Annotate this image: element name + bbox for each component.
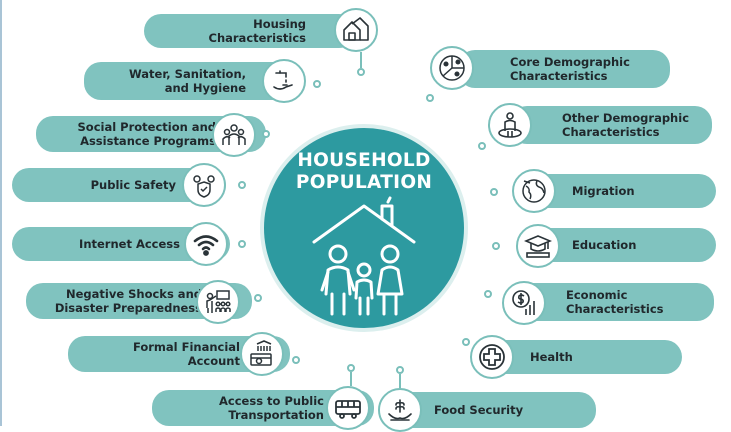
center-title: HOUSEHOLD POPULATION bbox=[264, 150, 464, 194]
connector-dot-economic bbox=[484, 290, 492, 298]
pill-transportation-label: Access to Public Transportation bbox=[219, 394, 324, 422]
demographics-pie-icon bbox=[430, 46, 474, 90]
pill-water-label: Water, Sanitation, and Hygiene bbox=[128, 67, 246, 95]
medical-cross-icon bbox=[470, 335, 514, 379]
center-circle: HOUSEHOLD POPULATION bbox=[264, 128, 464, 328]
faucet-hand-icon bbox=[262, 59, 306, 103]
people-presentation-icon bbox=[196, 280, 240, 324]
pill-other-demographic: Other Demographic Characteristics bbox=[510, 106, 712, 144]
pill-core-demographic: Core Demographic Characteristics bbox=[458, 50, 670, 88]
houses-icon bbox=[334, 8, 378, 52]
connector-stem-housing bbox=[360, 52, 362, 68]
connector-dot-food bbox=[396, 366, 404, 374]
person-globe-icon bbox=[488, 103, 532, 147]
dollar-chart-icon bbox=[502, 281, 546, 325]
pill-water: Water, Sanitation, and Hygiene bbox=[84, 62, 296, 100]
pill-core-demographic-label: Core Demographic Characteristics bbox=[510, 55, 630, 83]
connector-dot-shocks bbox=[254, 294, 262, 302]
pill-food-security-label: Food Security bbox=[434, 403, 524, 417]
pill-economic-label: Economic Characteristics bbox=[566, 288, 664, 316]
family-house-icon bbox=[312, 196, 416, 316]
connector-dot-migration bbox=[490, 188, 498, 196]
bus-icon bbox=[326, 386, 370, 430]
pill-financial-label: Formal Financial Account bbox=[132, 340, 240, 368]
pill-negative-shocks-label: Negative Shocks and Disaster Preparednes… bbox=[54, 287, 202, 315]
connector-dot-health bbox=[462, 338, 470, 346]
shield-people-icon bbox=[182, 163, 226, 207]
pill-housing: Housing Characteristics bbox=[144, 14, 356, 48]
pill-housing-label: Housing Characteristics bbox=[208, 17, 307, 45]
pill-health-label: Health bbox=[530, 350, 573, 364]
pill-other-demographic-label: Other Demographic Characteristics bbox=[562, 111, 690, 139]
pill-migration-label: Migration bbox=[572, 184, 635, 198]
graduation-cap-icon bbox=[516, 224, 560, 268]
pill-education-label: Education bbox=[572, 238, 637, 252]
connector-dot-housing bbox=[357, 68, 365, 76]
bank-card-icon bbox=[240, 332, 284, 376]
pill-internet-label: Internet Access bbox=[79, 237, 180, 251]
connector-dot-education bbox=[492, 242, 500, 250]
group-people-icon bbox=[212, 113, 256, 157]
globe-travel-icon bbox=[512, 169, 556, 213]
connector-stem-transport bbox=[350, 372, 352, 386]
connector-dot-social bbox=[262, 130, 270, 138]
wifi-icon bbox=[184, 222, 228, 266]
connector-dot-other bbox=[478, 142, 486, 150]
connector-dot-internet bbox=[238, 240, 246, 248]
center-title-line2: POPULATION bbox=[295, 172, 433, 193]
connector-dot-core bbox=[426, 94, 434, 102]
pill-economic: Economic Characteristics bbox=[514, 283, 714, 321]
connector-dot-safety bbox=[238, 181, 246, 189]
connector-dot-transport bbox=[347, 364, 355, 372]
connector-dot-water bbox=[313, 80, 321, 88]
pill-public-safety-label: Public Safety bbox=[90, 178, 176, 192]
connector-stem-food bbox=[399, 374, 401, 388]
connector-dot-financial bbox=[292, 356, 300, 364]
pill-social-protection-label: Social Protection and Assistance Program… bbox=[77, 120, 216, 148]
center-title-line1: HOUSEHOLD bbox=[297, 150, 431, 171]
hand-wheat-icon bbox=[378, 388, 422, 432]
